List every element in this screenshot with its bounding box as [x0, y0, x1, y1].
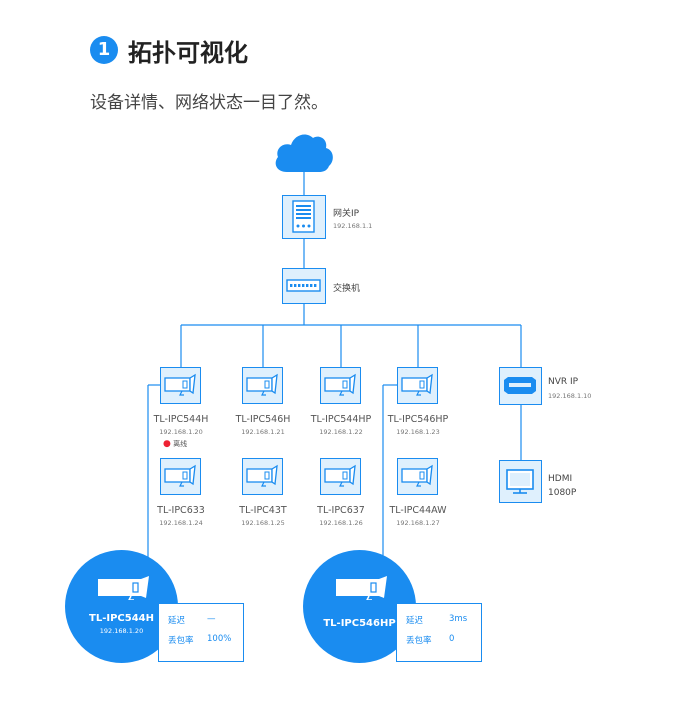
bullet-camera-icon [161, 464, 199, 497]
camera-name: TL-IPC544HP [310, 414, 372, 425]
detail-camera-ip: 192.168.1.20 [99, 627, 144, 635]
switch-icon [286, 279, 321, 292]
camera-ip: 192.168.1.21 [241, 428, 285, 436]
camera-name: TL-IPC544H [153, 414, 209, 425]
latency-value: 3ms [449, 614, 468, 624]
bullet-camera-icon [398, 373, 436, 406]
packet-loss-label: 丢包率 [168, 636, 194, 646]
camera-name: TL-IPC546HP [387, 414, 449, 425]
bullet-camera-icon [336, 576, 387, 600]
nvr-ip: 192.168.1.10 [548, 392, 592, 400]
monitor-icon [506, 469, 534, 494]
offline-status: ● 离线 [163, 439, 187, 449]
step-number-badge: 1 [90, 36, 118, 64]
monitor-resolution: 1080P [548, 488, 577, 498]
camera-node[interactable] [397, 367, 438, 404]
camera-node[interactable] [320, 367, 361, 404]
switch-node[interactable] [282, 268, 326, 304]
detail-panel: 延迟 3ms 丢包率 0 [396, 603, 482, 662]
nvr-label: NVR IP [548, 377, 579, 387]
bullet-camera-icon [98, 576, 149, 600]
bullet-camera-icon [161, 373, 199, 406]
cloud-icon [275, 134, 333, 172]
packet-loss-value: 100% [207, 634, 232, 644]
switch-label: 交换机 [333, 284, 361, 294]
bullet-camera-icon [321, 373, 359, 406]
nvr-icon [504, 377, 536, 394]
camera-ip: 192.168.1.26 [319, 519, 363, 527]
camera-node[interactable] [397, 458, 438, 495]
detail-camera-name: TL-IPC546HP [323, 618, 396, 629]
camera-node[interactable] [242, 367, 283, 404]
camera-name: TL-IPC546H [235, 414, 291, 425]
detail-panel: 延迟 — 丢包率 100% [158, 603, 244, 662]
bullet-camera-icon [321, 464, 359, 497]
offline-dot-icon: ● [163, 439, 171, 449]
packet-loss-value: 0 [449, 634, 455, 644]
camera-ip: 192.168.1.27 [396, 519, 440, 527]
monitor-label: HDMI [548, 474, 573, 484]
bullet-camera-icon [398, 464, 436, 497]
camera-node[interactable] [160, 367, 201, 404]
monitor-node[interactable] [499, 460, 542, 503]
nvr-node[interactable] [499, 367, 542, 405]
offline-status-text: 离线 [173, 440, 188, 448]
camera-name: TL-IPC43T [239, 505, 287, 516]
camera-name: TL-IPC637 [317, 505, 365, 516]
router-icon [292, 200, 315, 233]
camera-ip: 192.168.1.22 [319, 428, 363, 436]
camera-name: TL-IPC44AW [389, 505, 447, 516]
page-title: 拓扑可视化 [128, 39, 248, 67]
packet-loss-label: 丢包率 [406, 636, 432, 646]
camera-ip: 192.168.1.20 [159, 428, 203, 436]
gateway-label: 网关IP [333, 209, 360, 219]
bullet-camera-icon [243, 464, 281, 497]
camera-node[interactable] [242, 458, 283, 495]
camera-node[interactable] [320, 458, 361, 495]
latency-label: 延迟 [406, 616, 424, 626]
camera-name: TL-IPC633 [157, 505, 205, 516]
camera-node[interactable] [160, 458, 201, 495]
gateway-ip: 192.168.1.1 [333, 222, 373, 230]
bullet-camera-icon [243, 373, 281, 406]
page-subtitle: 设备详情、网络状态一目了然。 [90, 93, 328, 113]
latency-label: 延迟 [168, 616, 186, 626]
latency-value: — [207, 614, 216, 624]
gateway-node[interactable] [282, 195, 326, 239]
camera-ip: 192.168.1.24 [159, 519, 203, 527]
camera-ip: 192.168.1.25 [241, 519, 285, 527]
detail-camera-name: TL-IPC544H [89, 613, 154, 624]
camera-ip: 192.168.1.23 [396, 428, 440, 436]
